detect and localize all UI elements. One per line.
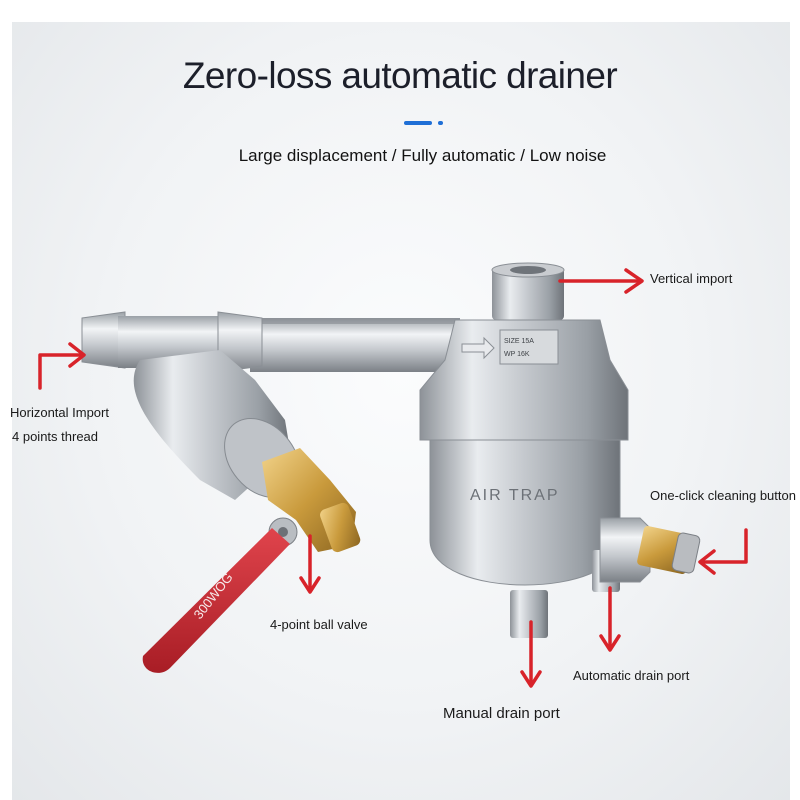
valve-handle: 300WOG: [142, 528, 290, 673]
label-thread: 4 points thread: [12, 429, 99, 444]
nameplate-line1: SIZE 15A: [504, 338, 534, 345]
arrow-ball-valve: [299, 534, 321, 594]
label-vertical-import: Vertical import: [650, 271, 733, 286]
manual-drain-nozzle: [510, 590, 548, 638]
title-area: Zero-loss automatic drainer: [0, 55, 800, 105]
trap-head: SIZE 15A WP 16K: [419, 319, 629, 441]
arrow-horizontal-import: [38, 342, 86, 390]
trap-top-inlet: [491, 262, 565, 320]
arrow-manual-drain: [520, 620, 542, 688]
nameplate-line2: WP 16K: [504, 351, 530, 358]
label-horizontal-import: Horizontal Import: [10, 405, 109, 420]
brass-ball-valve: [262, 448, 361, 553]
label-automatic-drain: Automatic drain port: [573, 668, 690, 683]
trap-body-marking: AIR TRAP: [470, 487, 560, 504]
connecting-pipe: [250, 318, 460, 372]
arrow-vertical-import: [558, 268, 644, 294]
label-cleaning-button: One-click cleaning button: [650, 488, 796, 503]
title-accent-dot: [438, 121, 443, 125]
label-ball-valve: 4-point ball valve: [270, 617, 368, 632]
title-accent-bar: [404, 121, 432, 125]
background-panel: [12, 22, 790, 800]
label-manual-drain: Manual drain port: [443, 705, 560, 722]
arrow-automatic-drain: [599, 586, 621, 652]
cleaning-button-fitting: [599, 517, 701, 583]
arrow-cleaning-button: [698, 528, 748, 575]
page-title: Zero-loss automatic drainer: [182, 55, 618, 96]
trap-bowl: AIR TRAP: [429, 439, 621, 586]
page-subtitle: Large displacement / Fully automatic / L…: [238, 146, 607, 165]
